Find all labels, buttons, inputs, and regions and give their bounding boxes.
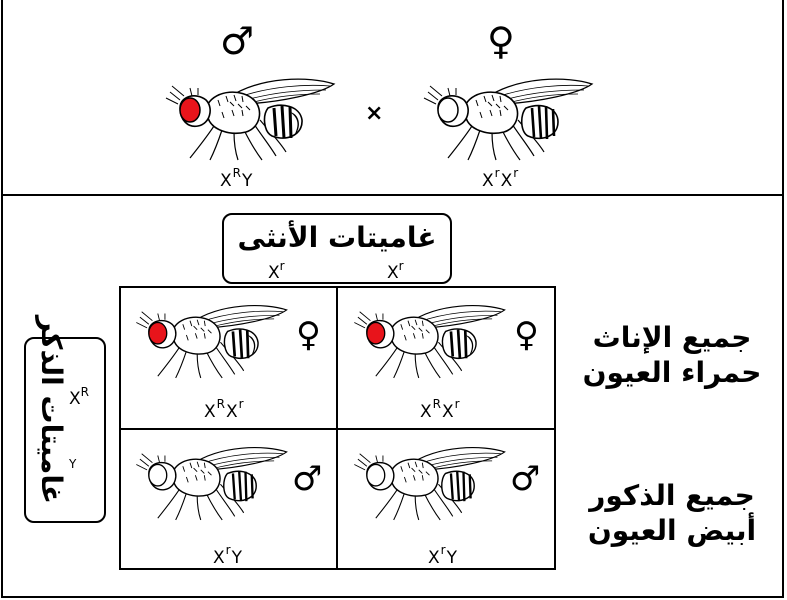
females-label-line1: جميع الإناث [577,320,767,355]
males-label: جميع الذكور أبيض العيون [577,478,767,548]
offspring-female-symbol-2: ♀ [514,318,539,352]
male-gamete-2: Y [69,457,76,481]
offspring-female-symbol-1: ♀ [296,318,321,352]
offspring-male-symbol-2: ♂ [510,462,540,496]
fly-offspring-female-1 [122,290,292,380]
males-label-line1: جميع الذكور [577,478,767,513]
grid-horizontal-line [119,428,556,430]
offspring-genotype-1: XRXr [204,398,245,421]
fly-offspring-male-1 [122,432,292,522]
fly-male-parent [150,62,340,162]
offspring-genotype-4: XrY [428,544,457,567]
offspring-genotype-2: XRXr [420,398,461,421]
fly-offspring-male-2 [340,432,510,522]
female-gamete-1: Xr [268,259,285,283]
females-label: جميع الإناث حمراء العيون [577,320,767,390]
male-gametes-title: غاميتات الذكر [35,334,68,504]
offspring-male-symbol-1: ♂ [292,462,322,496]
offspring-genotype-3: XrY [213,544,242,567]
female-gametes-box: غاميتات الأنثى Xr Xr [222,213,452,284]
males-label-line2: أبيض العيون [577,513,767,548]
fly-female-parent [408,62,598,162]
fly-offspring-female-2 [340,290,510,380]
section-divider [1,194,784,196]
female-symbol: ♀ [487,22,515,60]
female-gametes-title: غاميتات الأنثى [224,221,450,254]
male-gametes-box: غاميتات الذكر XR Y [24,337,106,523]
female-parent-genotype: XrXr [482,167,519,190]
cross-sign: × [365,101,383,126]
female-gamete-2: Xr [387,259,404,283]
male-parent-genotype: XRY [220,167,252,190]
females-label-line2: حمراء العيون [577,355,767,390]
male-symbol: ♂ [220,22,254,60]
male-gamete-1: XR [69,385,89,409]
